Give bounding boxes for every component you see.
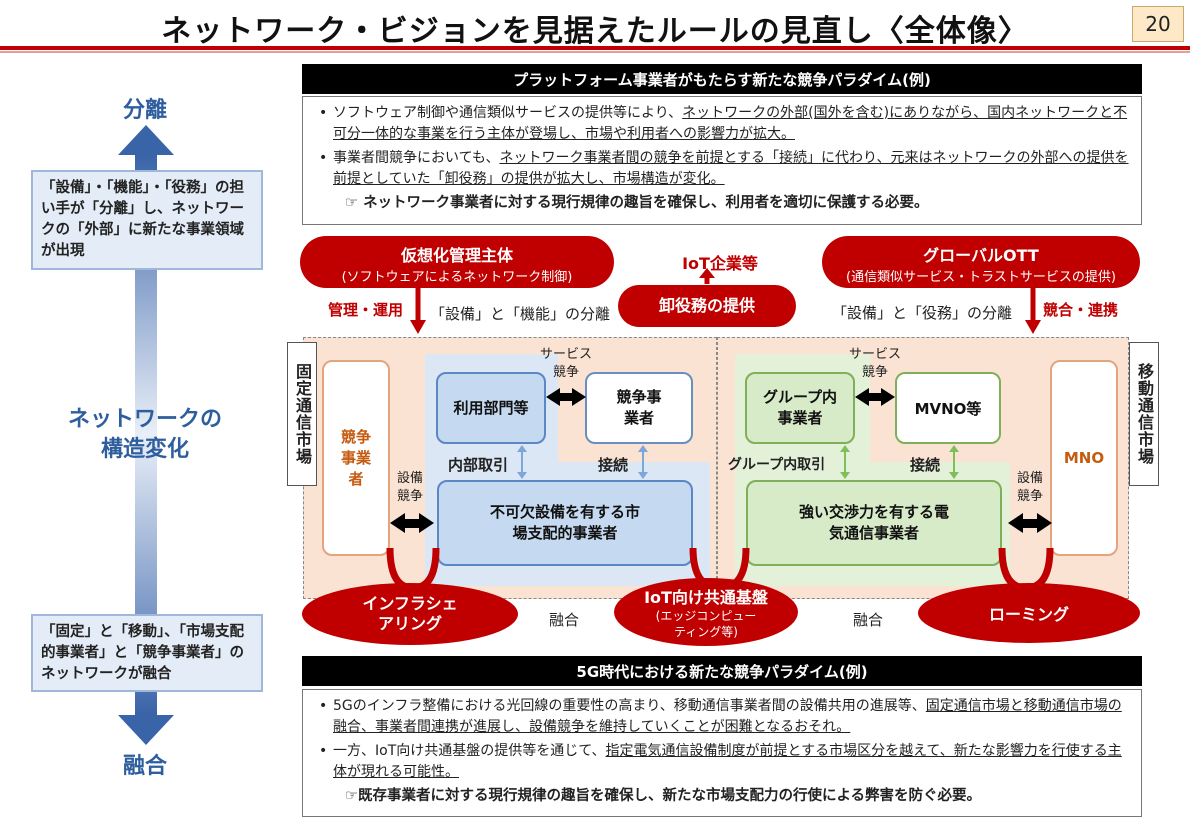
global-ott-subtitle: (通信類似サービス・トラストサービスの提供) <box>846 270 1116 285</box>
platform-bullet-2-text: 事業者間競争においても、 <box>333 150 500 166</box>
vertical-axis-arrow <box>118 125 174 745</box>
roaming-ellipse: ローミング <box>918 583 1140 643</box>
fixed-service-competition-label: サービス競争 <box>539 347 592 380</box>
group-member-text: グループ内事業者 <box>762 388 838 427</box>
5g-paradigm-header: 5G時代における新たな競争パラダイム(例) <box>302 656 1142 686</box>
title-divider-shadow <box>0 51 1190 53</box>
page-title: ネットワーク・ビジョンを見据えたルールの見直し〈全体像〉 <box>161 14 1029 49</box>
5g-bullet-2: 一方、IoT向け共通基盤の提供等を通じて、指定電気通信設備制度が前提とする市場区… <box>311 741 1133 783</box>
pointing-hand-icon: ☞ <box>345 788 358 804</box>
platform-paradigm-header: プラットフォーム事業者がもたらす新たな競争パラダイム(例) <box>302 64 1142 94</box>
platform-bullet-1-text: ソフトウェア制御や通信類似サービスの提供等により、 <box>333 105 683 121</box>
ott-down-arrow <box>1025 288 1041 334</box>
iot-up-arrow <box>699 268 715 284</box>
iot-platform-ellipse: IoT向け共通基盤 (エッジコンピューティング等) <box>614 578 798 646</box>
platform-note: ☞ ネットワーク事業者に対する現行規律の趣旨を確保し、利用者を適切に保護する必要… <box>311 193 1133 214</box>
5g-paradigm-textbox: 5Gのインフラ整備における光回線の重要性の高まり、移動通信事業者間の設備共用の進… <box>302 689 1142 817</box>
fixed-connection-double-arrow <box>638 445 648 479</box>
fixed-connect-competitor-box: 競争事業者 <box>585 372 693 444</box>
label-fusion: 融合 <box>122 754 167 779</box>
virtual-management-subtitle: (ソフトウェアによるネットワーク制御) <box>341 270 573 285</box>
5g-note: ☞既存事業者に対する現行規律の趣旨を確保し、新たな市場支配力の行使による弊害を防… <box>311 786 1133 807</box>
label-separation: 分離 <box>122 98 167 123</box>
mobile-market-label: 移動通信市場 <box>1129 342 1159 486</box>
arrow-shaft <box>135 155 157 715</box>
infra-sharing-ellipse: インフラシェアリング <box>302 583 518 645</box>
arrow-up-head <box>118 125 174 155</box>
5g-bullet-2-text: 一方、IoT向け共通基盤の提供等を通じて、 <box>333 743 606 759</box>
roaming-curve <box>998 547 1054 592</box>
group-trade-double-arrow <box>840 445 850 479</box>
infra-sharing-text: インフラシェアリング <box>362 594 458 633</box>
group-trade-label: グループ内取引 <box>728 457 826 473</box>
iot-company-label: IoT企業等 <box>682 254 758 273</box>
iot-platform-title: IoT向け共通基盤 <box>644 588 768 607</box>
page-number-badge: 20 <box>1132 6 1184 42</box>
platform-bullet-2-underlined: ネットワーク事業者間の競争を前提とする「接続」に代わり、元来はネットワークの外部… <box>333 150 1129 187</box>
management-down-arrow <box>410 288 426 334</box>
separation-description-box: 「設備」・「機能」・「役務」の担い手が「分離」し、ネットワークの「外部」に新たな… <box>31 170 263 270</box>
structure-change-label: ネットワークの 構造変化 <box>55 405 235 465</box>
virtual-management-title: 仮想化管理主体 <box>400 246 513 265</box>
platform-bullet-1-underlined: ネットワークの外部(国外を含む)にありながら、国内ネットワークと不可分一体的な事… <box>333 105 1128 142</box>
facility-function-separation-label: 「設備」と「機能」の分離 <box>430 305 611 323</box>
platform-note-text: ネットワーク事業者に対する現行規律の趣旨を確保し、利用者を適切に保護する必要。 <box>363 195 929 211</box>
structure-change-line2: 構造変化 <box>100 437 189 462</box>
5g-bullet-1-text: 5Gのインフラ整備における光回線の重要性の高まり、移動通信事業者間の設備共用の進… <box>333 698 926 714</box>
fusion-description-box: 「固定」と「移動」、「市場支配的事業者」と「競争事業者」のネットワークが融合 <box>31 614 263 692</box>
mobile-service-competition-label: サービス競争 <box>848 347 901 380</box>
user-department-box: 利用部門等 <box>436 372 546 444</box>
mobile-service-compete-arrow <box>855 388 895 406</box>
global-ott-entity: グローバルOTT (通信類似サービス・トラストサービスの提供) <box>822 236 1140 288</box>
fixed-connect-competitor-text: 競争事業者 <box>616 388 662 427</box>
fixed-facility-competition-label: 設備競争 <box>396 471 423 504</box>
fixed-competitor-box: 競争事業者 <box>322 360 390 556</box>
arrow-down-head <box>118 715 174 745</box>
compete-collaborate-label: 競合・連携 <box>1043 301 1119 319</box>
mvno-box: MVNO等 <box>895 372 1001 444</box>
structure-change-line1: ネットワークの <box>67 407 222 432</box>
strong-telecom-operator-box: 強い交渉力を有する電気通信事業者 <box>746 480 1002 566</box>
mobile-facility-compete-arrow <box>1008 513 1052 533</box>
management-operation-label: 管理・運用 <box>328 301 404 319</box>
pointing-hand-icon: ☞ <box>345 195 358 211</box>
internal-trade-label: 内部取引 <box>448 456 509 474</box>
title-divider <box>0 46 1190 50</box>
mobile-connection-label: 接続 <box>910 456 941 474</box>
infra-sharing-curve <box>386 547 440 592</box>
mno-box: MNO <box>1050 360 1118 556</box>
wholesale-service-pill: 卸役務の提供 <box>618 285 796 327</box>
global-ott-title: グローバルOTT <box>923 246 1039 265</box>
5g-bullet-1: 5Gのインフラ整備における光回線の重要性の高まり、移動通信事業者間の設備共用の進… <box>311 696 1133 738</box>
5g-bullet-1-underlined: 固定通信市場と移動通信市場の融合、事業者間連携が進展し、設備競争を維持していくこ… <box>333 698 1122 735</box>
mobile-facility-competition-label: 設備競争 <box>1016 471 1043 504</box>
fusion-label-right: 融合 <box>853 611 884 629</box>
fusion-label-left: 融合 <box>549 611 580 629</box>
platform-bullet-2: 事業者間競争においても、ネットワーク事業者間の競争を前提とする「接続」に代わり、… <box>311 148 1133 190</box>
group-member-box: グループ内事業者 <box>745 372 855 444</box>
dominant-operator-text: 不可欠設備を有する市場支配的事業者 <box>489 503 640 542</box>
iot-platform-subtitle: (エッジコンピューティング等) <box>655 609 757 639</box>
strong-telecom-operator-text: 強い交渉力を有する電気通信事業者 <box>798 503 949 542</box>
mobile-connection-double-arrow <box>949 445 959 479</box>
fixed-facility-compete-arrow <box>390 513 434 533</box>
fixed-connection-label: 接続 <box>598 456 629 474</box>
virtual-management-entity: 仮想化管理主体 (ソフトウェアによるネットワーク制御) <box>300 236 614 288</box>
fixed-market-label: 固定通信市場 <box>287 342 317 486</box>
fixed-competitor-text: 競争事業者 <box>340 427 371 488</box>
internal-trade-double-arrow <box>517 445 527 479</box>
platform-bullet-1: ソフトウェア制御や通信類似サービスの提供等により、ネットワークの外部(国外を含む… <box>311 103 1133 145</box>
platform-paradigm-textbox: ソフトウェア制御や通信類似サービスの提供等により、ネットワークの外部(国外を含む… <box>302 96 1142 225</box>
facility-service-separation-label: 「設備」と「役務」の分離 <box>832 304 1013 322</box>
5g-bullet-2-underlined: 指定電気通信設備制度が前提とする市場区分を越えて、新たな影響力を行使する主体が現… <box>333 743 1122 780</box>
5g-note-text: 既存事業者に対する現行規律の趣旨を確保し、新たな市場支配力の行使による弊害を防ぐ… <box>358 788 982 804</box>
fixed-service-compete-arrow <box>546 388 586 406</box>
dominant-operator-box: 不可欠設備を有する市場支配的事業者 <box>437 480 693 566</box>
